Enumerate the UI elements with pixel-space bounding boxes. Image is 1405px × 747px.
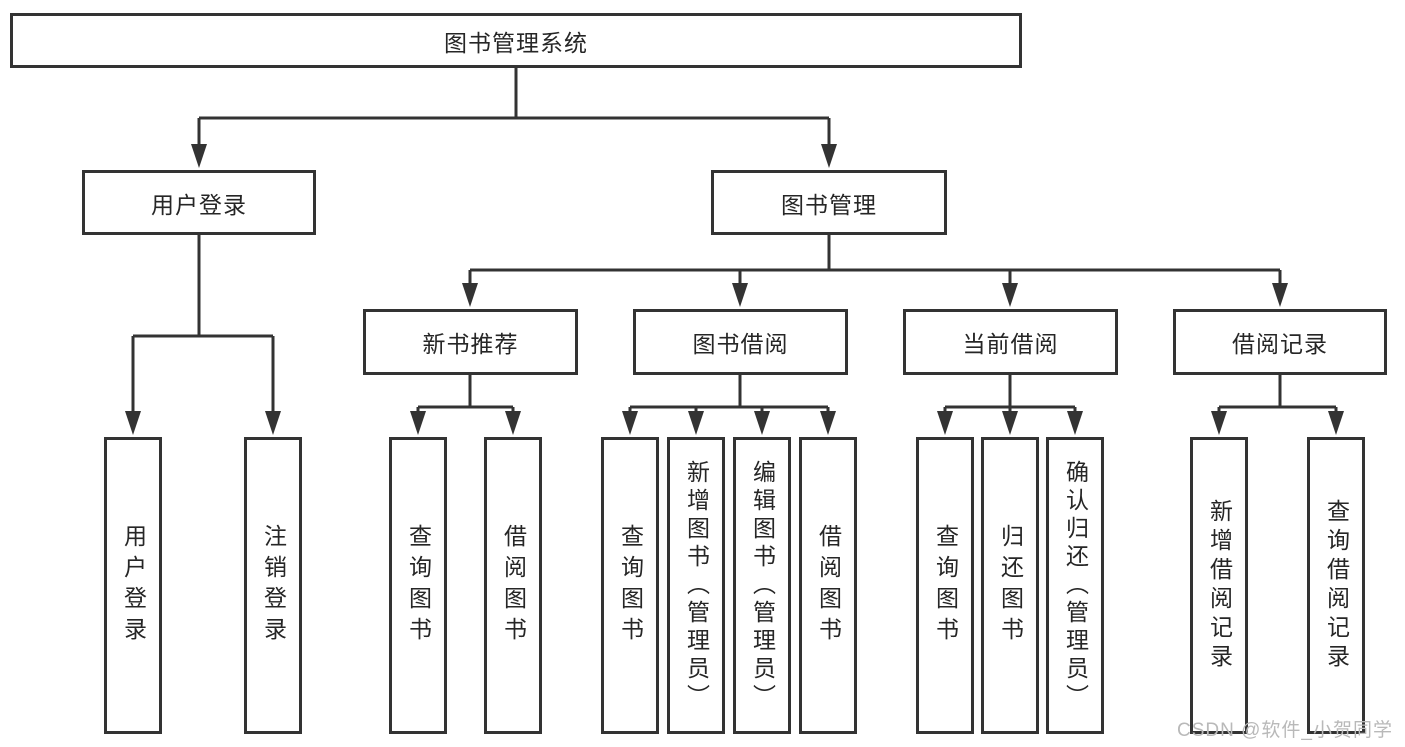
node-label: 图书管理 — [781, 191, 877, 218]
node-system-title: 图书管理系统 — [10, 13, 1022, 68]
node-label: 当前借阅 — [962, 331, 1059, 357]
leaf-label: 注销登录 — [260, 523, 287, 648]
leaf-label: 查询图书 — [617, 523, 644, 648]
leaf-borrow-books: 借阅图书 — [484, 437, 542, 734]
leaf-label: 借阅图书 — [500, 523, 527, 648]
leaf-label: 借阅图书 — [815, 523, 842, 648]
leaf-borrow-books: 借阅图书 — [799, 437, 857, 734]
leaf-logout: 注销登录 — [244, 437, 302, 734]
leaf-query-borrow-record: 查询借阅记录 — [1307, 437, 1365, 734]
leaf-add-books-admin: 新增图书（管理员） — [667, 437, 725, 734]
leaf-return-books: 归还图书 — [981, 437, 1039, 734]
leaf-label: 归还图书 — [997, 523, 1024, 648]
node-user-login: 用户登录 — [82, 170, 316, 235]
leaf-query-books: 查询图书 — [601, 437, 659, 734]
leaf-label: 新增图书（管理员） — [683, 459, 710, 712]
node-book-borrowing: 图书借阅 — [633, 309, 848, 375]
leaf-query-books: 查询图书 — [389, 437, 447, 734]
node-label: 图书管理系统 — [444, 29, 588, 56]
leaf-query-books: 查询图书 — [916, 437, 974, 734]
csdn-watermark: CSDN @软件_小贺同学 — [1177, 720, 1393, 741]
leaf-label: 新增借阅记录 — [1206, 498, 1233, 673]
leaf-label: 查询图书 — [932, 523, 959, 648]
node-label: 图书借阅 — [692, 331, 789, 357]
node-label: 借阅记录 — [1232, 331, 1328, 357]
leaf-label: 确认归还（管理员） — [1062, 459, 1089, 712]
node-label: 新书推荐 — [422, 331, 519, 357]
node-current-borrowing: 当前借阅 — [903, 309, 1118, 375]
leaf-label: 编辑图书（管理员） — [749, 459, 776, 712]
node-new-book-recommend: 新书推荐 — [363, 309, 578, 375]
leaf-confirm-return-admin: 确认归还（管理员） — [1046, 437, 1104, 734]
node-book-management: 图书管理 — [711, 170, 947, 235]
leaf-add-borrow-record: 新增借阅记录 — [1190, 437, 1248, 734]
node-label: 用户登录 — [151, 191, 247, 218]
leaf-label: 查询借阅记录 — [1323, 498, 1350, 673]
leaf-edit-books-admin: 编辑图书（管理员） — [733, 437, 791, 734]
leaf-label: 用户登录 — [120, 523, 147, 648]
leaf-user-login: 用户登录 — [104, 437, 162, 734]
leaf-label: 查询图书 — [405, 523, 432, 648]
node-borrowing-records: 借阅记录 — [1173, 309, 1387, 375]
